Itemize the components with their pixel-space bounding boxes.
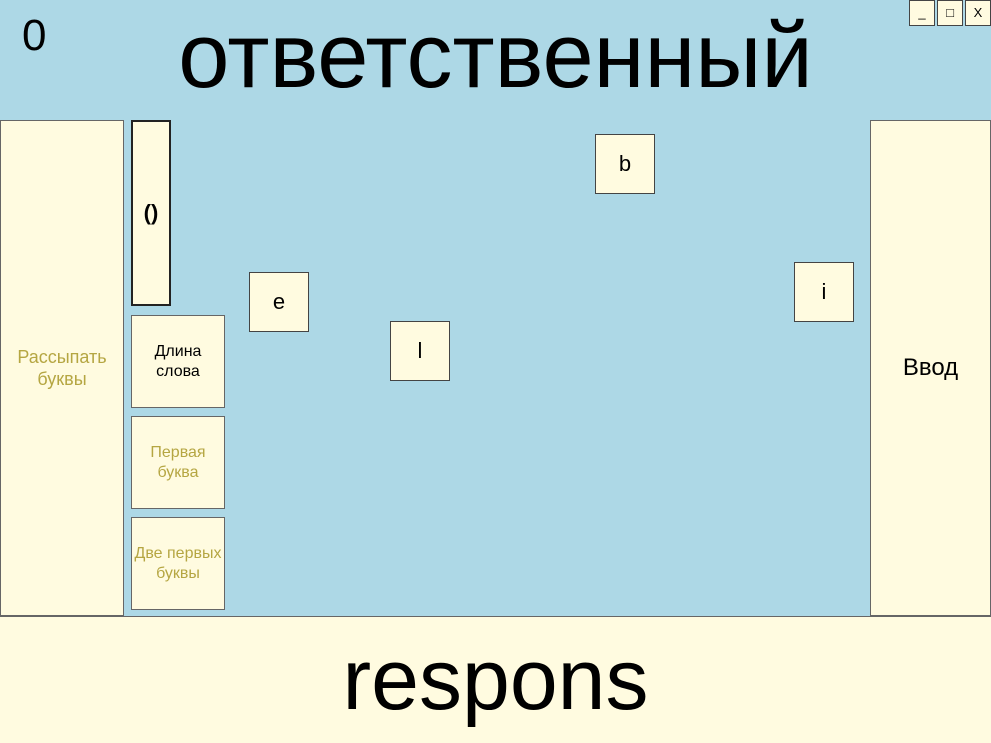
letter-tile[interactable]: b [595,134,655,194]
scatter-letters-label: Рассыпать буквы [17,347,107,389]
window-controls: _ □ X [907,0,991,26]
enter-label: Ввод [902,354,959,381]
score-counter: 0 [22,11,47,60]
hint-word-length-button[interactable]: Длина слова [131,315,225,408]
minimize-button[interactable]: _ [909,0,935,26]
hint-two-letters-label: Две первых буквы [134,544,222,582]
enter-button[interactable]: Ввод [870,120,991,616]
target-word: ответственный [178,5,813,107]
refresh-button[interactable]: () [131,120,171,306]
hint-two-letters-button[interactable]: Две первых буквы [131,517,225,610]
letter-tile[interactable]: e [249,272,309,332]
letter-tile[interactable]: l [390,321,450,381]
hint-word-length-label: Длина слова [154,342,202,380]
answer-field: respons [0,616,991,743]
hint-first-letter-label: Первая буква [150,443,206,481]
maximize-button[interactable]: □ [937,0,963,26]
hint-first-letter-button[interactable]: Первая буква [131,416,225,509]
letter-tile[interactable]: i [794,262,854,322]
close-button[interactable]: X [965,0,991,26]
refresh-icon: () [143,200,159,225]
scatter-letters-button[interactable]: Рассыпать буквы [0,120,124,616]
